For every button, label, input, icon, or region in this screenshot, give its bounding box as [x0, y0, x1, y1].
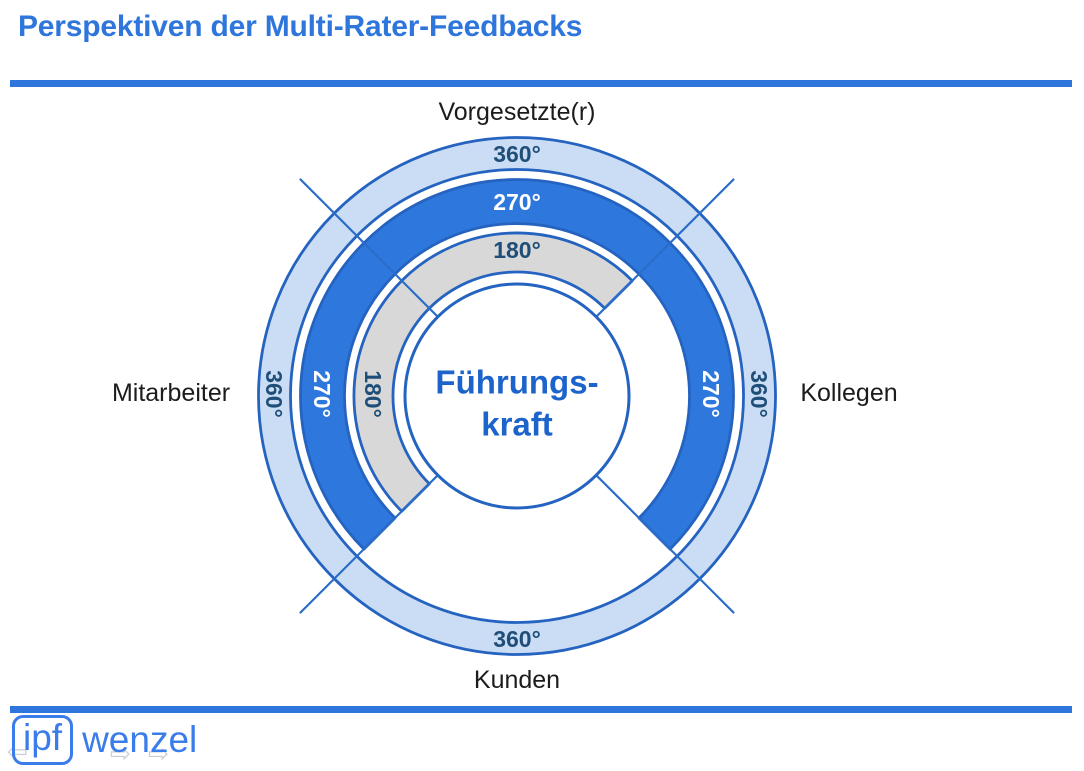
top-divider — [10, 80, 1072, 87]
perspective-label-right: Kollegen — [800, 379, 897, 407]
page-title: Perspektiven der Multi-Rater-Feedbacks — [18, 10, 583, 43]
ring-label-180-top: 180° — [493, 237, 541, 263]
perspective-label-bottom: Kunden — [474, 666, 560, 694]
center-label-line2: kraft — [481, 406, 553, 443]
perspective-label-left: Mitarbeiter — [112, 379, 230, 407]
ring-label-360-right: 360° — [746, 370, 772, 418]
ring-label-270-left: 270° — [309, 370, 335, 418]
center-label-line1: Führungs- — [435, 364, 598, 401]
center-circle — [403, 282, 631, 510]
perspective-label-top: Vorgesetzte(r) — [438, 98, 595, 126]
bottom-divider — [10, 706, 1072, 713]
ring-label-270-right: 270° — [698, 370, 724, 418]
logo-name-text: wenzel — [82, 718, 198, 760]
ring-label-270-top: 270° — [493, 189, 541, 215]
ring-label-360-bottom: 360° — [493, 626, 541, 652]
ring-label-360-left: 360° — [261, 370, 287, 418]
ring-label-360-top: 360° — [493, 141, 541, 167]
logo: ⇦ ⇨ ⇨ ipf wenzel — [7, 714, 198, 768]
ring-label-180-left: 180° — [360, 370, 386, 418]
logo-box-text: ipf — [12, 715, 74, 765]
ring-270 — [299, 178, 735, 551]
